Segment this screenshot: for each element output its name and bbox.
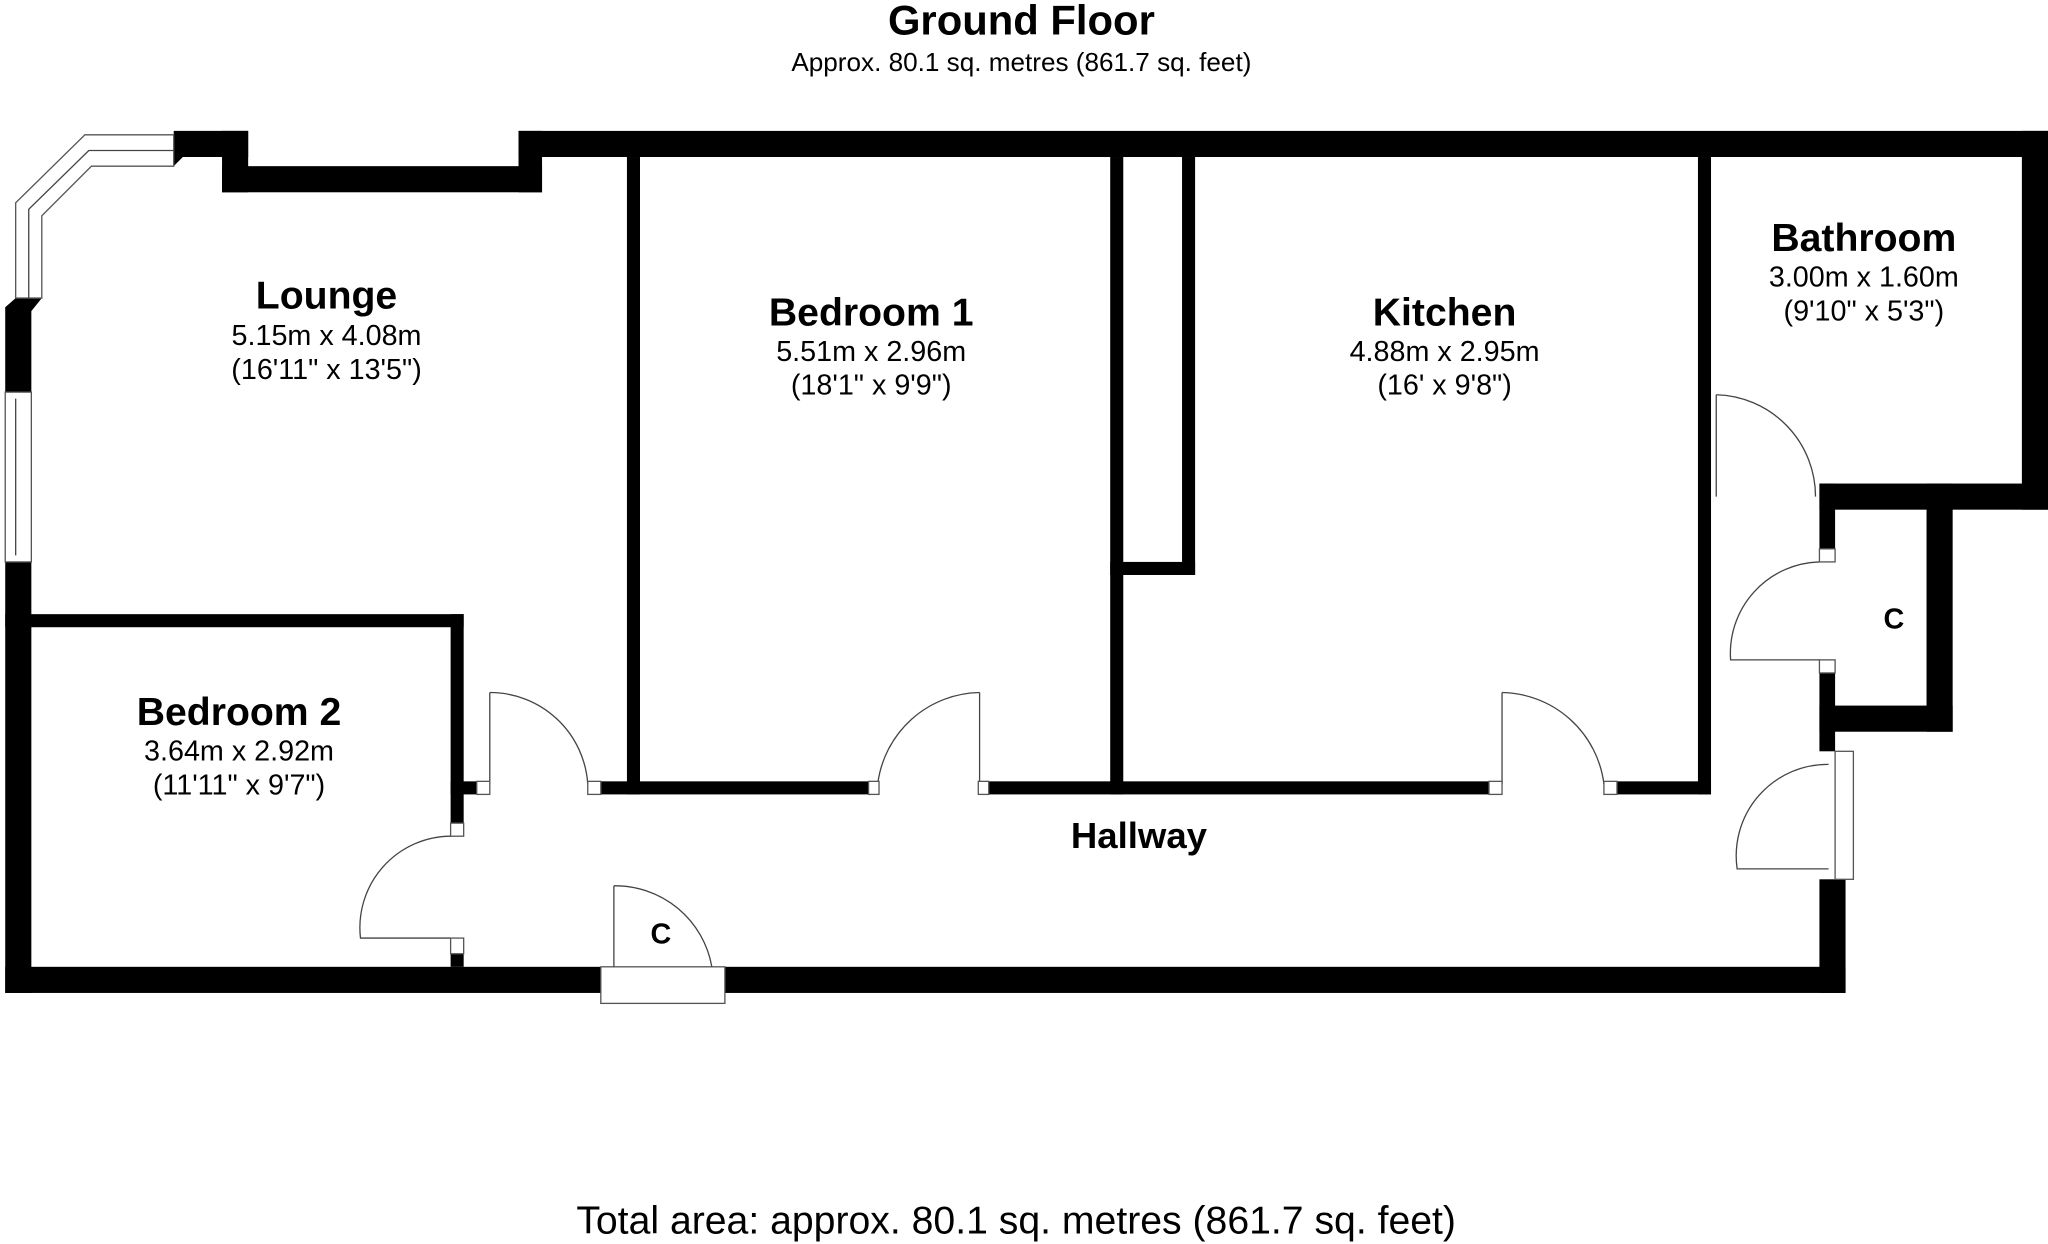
room-hallway: Hallway xyxy=(1071,815,1208,856)
room-metric: 3.64m x 2.92m xyxy=(144,735,334,767)
room-metric: 4.88m x 2.95m xyxy=(1350,336,1540,368)
room-name: Kitchen xyxy=(1373,292,1517,335)
room-kitchen: Kitchen 4.88m x 2.95m (16' x 9'8") xyxy=(1350,292,1540,402)
room-imperial: (16' x 9'8") xyxy=(1377,370,1512,402)
room-imperial: (16'11" x 13'5") xyxy=(231,354,421,386)
room-bathroom: Bathroom 3.00m x 1.60m (9'10" x 5'3") xyxy=(1769,217,1959,327)
room-imperial: (18'1" x 9'9") xyxy=(791,370,952,402)
floor-title: Ground Floor xyxy=(888,0,1155,43)
room-name: Bedroom 1 xyxy=(769,292,974,335)
room-name: Lounge xyxy=(256,275,397,318)
room-imperial: (9'10" x 5'3") xyxy=(1784,295,1945,327)
room-lounge: Lounge 5.15m x 4.08m (16'11" x 13'5") xyxy=(231,275,421,387)
total-area: Total area: approx. 80.1 sq. metres (861… xyxy=(576,1199,1456,1242)
room-bedroom2: Bedroom 2 3.64m x 2.92m (11'11" x 9'7") xyxy=(137,691,342,801)
room-name: Bedroom 2 xyxy=(137,691,342,734)
room-name: Bathroom xyxy=(1771,217,1956,260)
walls xyxy=(5,130,2048,993)
room-metric: 3.00m x 1.60m xyxy=(1769,261,1959,293)
room-imperial: (11'11" x 9'7") xyxy=(153,769,325,801)
room-cupboard-right: C xyxy=(1884,604,1905,636)
room-metric: 5.51m x 2.96m xyxy=(776,336,966,368)
windows xyxy=(4,134,1855,1005)
room-cupboard-hall: C xyxy=(651,918,672,950)
doors xyxy=(359,394,1836,967)
room-bedroom1: Bedroom 1 5.51m x 2.96m (18'1" x 9'9") xyxy=(769,292,974,402)
floor-area: Approx. 80.1 sq. metres (861.7 sq. feet) xyxy=(791,47,1251,77)
room-metric: 5.15m x 4.08m xyxy=(232,320,422,352)
